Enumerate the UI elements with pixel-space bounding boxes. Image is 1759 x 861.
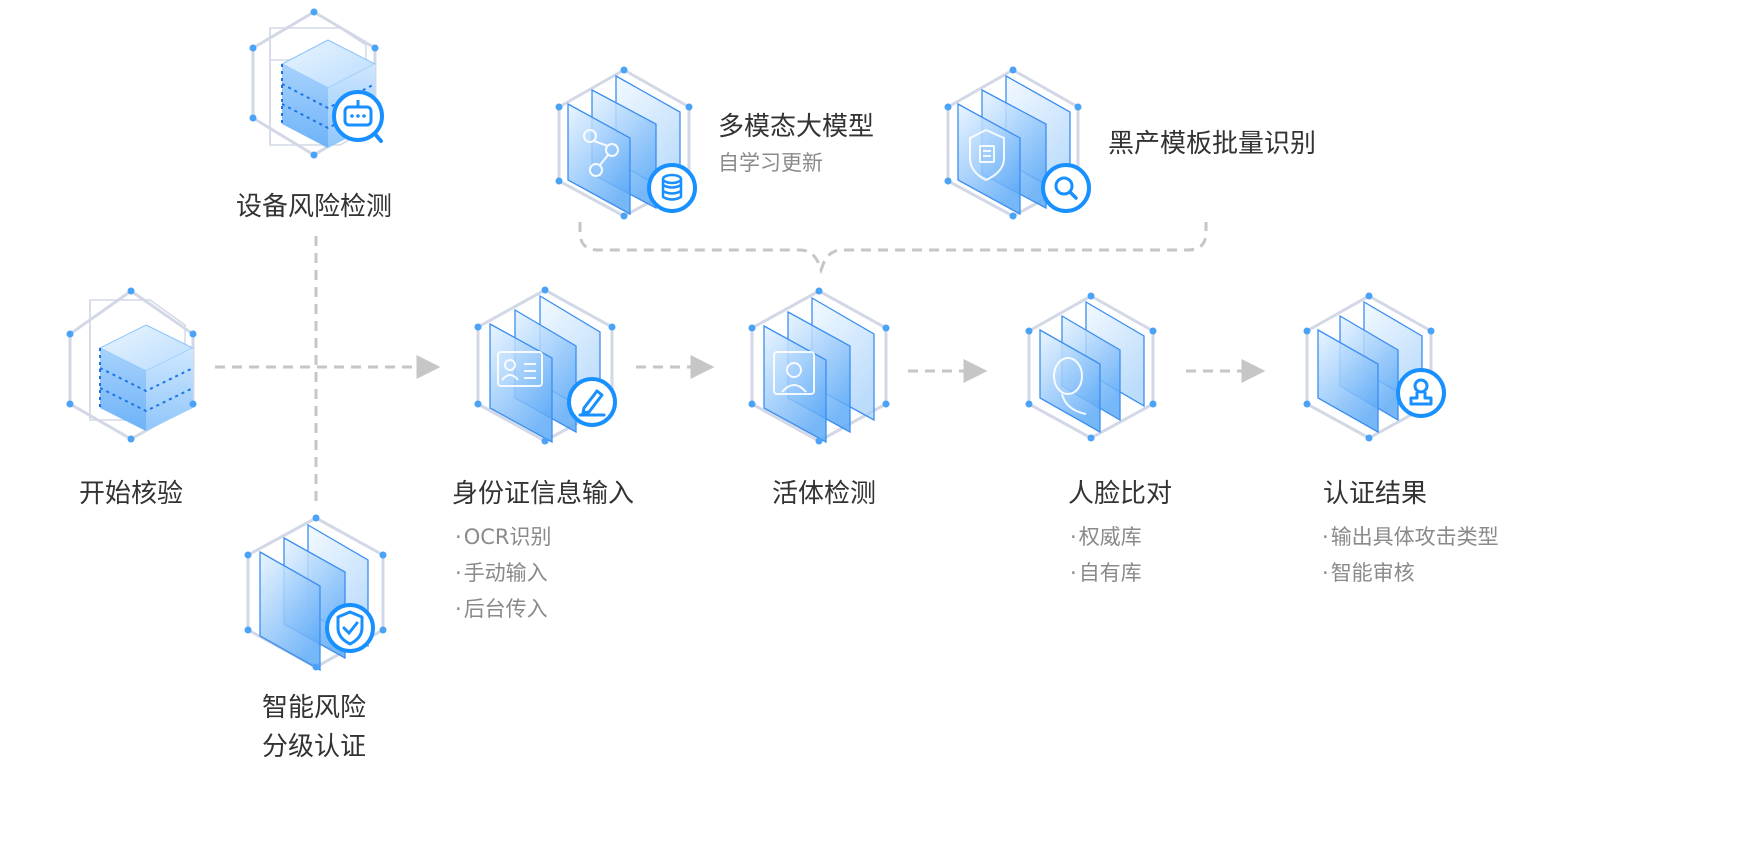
device-risk-graphic: [249, 8, 384, 159]
face-compare-item: 权威库: [1070, 519, 1142, 555]
id-input-item: 后台传入: [455, 591, 551, 627]
blackmarket-graphic: [944, 66, 1091, 220]
magnifier-icon: [1041, 163, 1091, 213]
smart-risk-title-line2: 分级认证: [261, 732, 367, 762]
start-node-graphic: [66, 287, 197, 443]
stamp-icon: [1396, 368, 1446, 418]
start-title: 开始核验: [78, 479, 184, 509]
multimodal-title: 多模态大模型: [718, 112, 875, 142]
multimodal-graphic: [555, 66, 697, 220]
id-input-item: 手动输入: [455, 555, 551, 591]
router-search-icon: [332, 90, 384, 143]
auth-result-sublist: 输出具体攻击类型 智能审核: [1322, 519, 1499, 591]
liveness-graphic: [748, 287, 890, 445]
smart-risk-title-line1: 智能风险: [261, 693, 367, 723]
liveness-title: 活体检测: [771, 479, 877, 509]
face-compare-item: 自有库: [1070, 555, 1142, 591]
smart-risk-graphic: [244, 514, 387, 672]
device-risk-title: 设备风险检测: [235, 192, 393, 222]
pen-icon: [567, 377, 617, 427]
auth-result-item: 输出具体攻击类型: [1322, 519, 1499, 555]
shield-check-icon: [325, 603, 375, 653]
connector-models-bracket: [578, 222, 1208, 275]
id-input-title: 身份证信息输入: [452, 479, 635, 509]
face-compare-sublist: 权威库 自有库: [1070, 519, 1142, 591]
id-input-item: OCR识别: [455, 519, 552, 555]
auth-result-title: 认证结果: [1323, 479, 1428, 509]
multimodal-subtitle: 自学习更新: [718, 151, 823, 175]
id-input-graphic: [474, 286, 617, 445]
face-compare-graphic: [1025, 292, 1157, 442]
connectors: [215, 222, 1266, 508]
id-input-sublist: OCR识别 手动输入 后台传入: [455, 519, 552, 627]
blackmarket-title: 黑产模板批量识别: [1108, 129, 1317, 159]
auth-result-graphic: [1303, 292, 1446, 442]
database-icon: [647, 163, 697, 213]
face-compare-title: 人脸比对: [1068, 479, 1173, 509]
auth-result-item: 智能审核: [1322, 555, 1499, 591]
